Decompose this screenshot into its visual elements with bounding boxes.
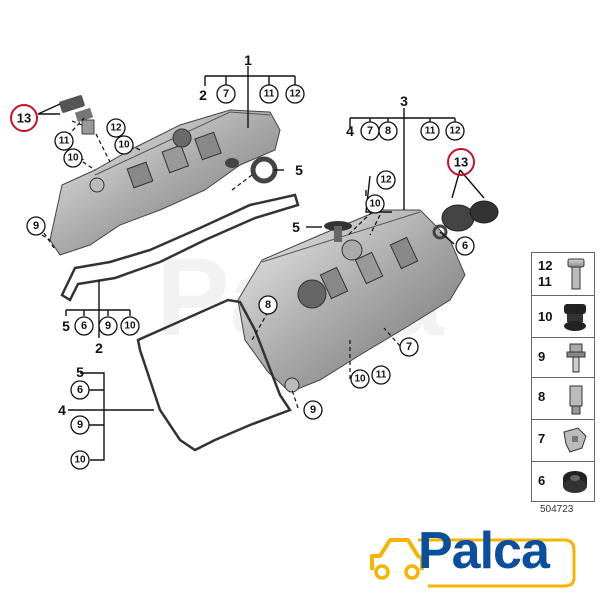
callout-2-bottom: 2 — [95, 340, 103, 356]
callout-11-top: 11 — [264, 89, 275, 100]
callout-1: 1 — [244, 52, 252, 68]
valve-cover-upper — [49, 109, 281, 256]
clip-icon — [569, 385, 583, 415]
callout-8-right: 8 — [385, 125, 391, 137]
callout-2-top: 2 — [199, 87, 207, 103]
car-icon — [370, 538, 424, 580]
highlight-13-lower — [447, 148, 475, 176]
callout-10-upper-b: 10 — [118, 140, 130, 151]
legend-number: 9 — [538, 349, 546, 364]
legend-row-grommet: 10 — [532, 295, 594, 337]
callout-12-lower: 12 — [380, 175, 392, 186]
parts-legend: 12 11 10 9 8 7 — [531, 252, 595, 502]
valve-cover-lower — [237, 209, 466, 393]
legend-number: 12 — [538, 258, 553, 273]
oil-cap-upper — [59, 95, 95, 135]
legend-row-bolt: 12 11 — [532, 253, 594, 295]
callout-10-group4: 10 — [74, 455, 86, 466]
callout-7-lower: 7 — [406, 341, 412, 353]
legend-number: 10 — [538, 309, 553, 324]
callout-9-lower: 9 — [310, 404, 316, 416]
callout-6-group4: 6 — [77, 384, 83, 396]
callout-7-right: 7 — [367, 125, 373, 137]
palca-logo — [370, 538, 576, 588]
callout-4-group4: 4 — [58, 402, 66, 418]
bracket-icon — [563, 427, 587, 453]
callout-6-lower: 6 — [462, 240, 468, 252]
gasket-lower — [136, 298, 292, 452]
legend-row-ring: 6 — [532, 461, 594, 501]
legend-number: 11 — [538, 274, 552, 289]
legend-row-clip: 8 — [532, 377, 594, 419]
logo-text: Palca — [418, 522, 550, 580]
callout-11-upper: 11 — [59, 136, 70, 147]
callout-8-lower: 8 — [265, 299, 271, 311]
callout-10-upper: 10 — [67, 153, 79, 164]
gasket-upper — [60, 193, 300, 302]
callout-12-right: 12 — [449, 126, 461, 137]
legend-number: 7 — [538, 431, 546, 446]
oil-cap-lower — [432, 200, 499, 240]
legend-number: 6 — [538, 473, 546, 488]
callout-9-group4: 9 — [77, 419, 83, 431]
callout-12-upper: 12 — [110, 123, 122, 134]
callout-13-lower: 13 — [454, 155, 468, 170]
legend-row-bracket: 7 — [532, 419, 594, 461]
stud-icon — [566, 343, 586, 373]
callout-7-top: 7 — [223, 88, 229, 100]
callout-5-group2: 5 — [62, 318, 70, 334]
callout-10-lower: 10 — [369, 199, 381, 210]
legend-row-stud: 9 — [532, 337, 594, 377]
callout-10-group2: 10 — [124, 321, 136, 332]
callout-5-group4: 5 — [76, 364, 84, 380]
callout-3: 3 — [400, 93, 408, 109]
callout-5-upper: 5 — [295, 162, 303, 178]
sensor-part-5 — [324, 221, 352, 242]
callout-6-group2: 6 — [81, 320, 87, 332]
callout-12-top: 12 — [289, 89, 301, 100]
callout-circles — [10, 84, 475, 470]
bolt-icon — [567, 258, 585, 290]
callout-labels: 1 2 7 11 12 3 4 7 8 11 12 13 11 10 12 10… — [17, 52, 468, 466]
legend-number: 8 — [538, 389, 546, 404]
callout-4-top: 4 — [346, 123, 354, 139]
callout-9-group2: 9 — [105, 320, 111, 332]
seal-ring-upper — [250, 156, 278, 184]
diagram-code: 504723 — [540, 504, 574, 515]
ring-icon — [563, 471, 587, 493]
callout-11-right: 11 — [425, 126, 436, 137]
highlight-13-upper — [10, 104, 38, 132]
callout-13-upper: 13 — [17, 111, 31, 126]
callout-5-lower: 5 — [292, 219, 300, 235]
callout-lines — [37, 66, 485, 461]
grommet-icon — [564, 304, 586, 331]
callout-10-bottom: 10 — [354, 374, 366, 385]
callout-9-upper: 9 — [33, 220, 39, 232]
callout-11-bottom: 11 — [376, 370, 387, 381]
